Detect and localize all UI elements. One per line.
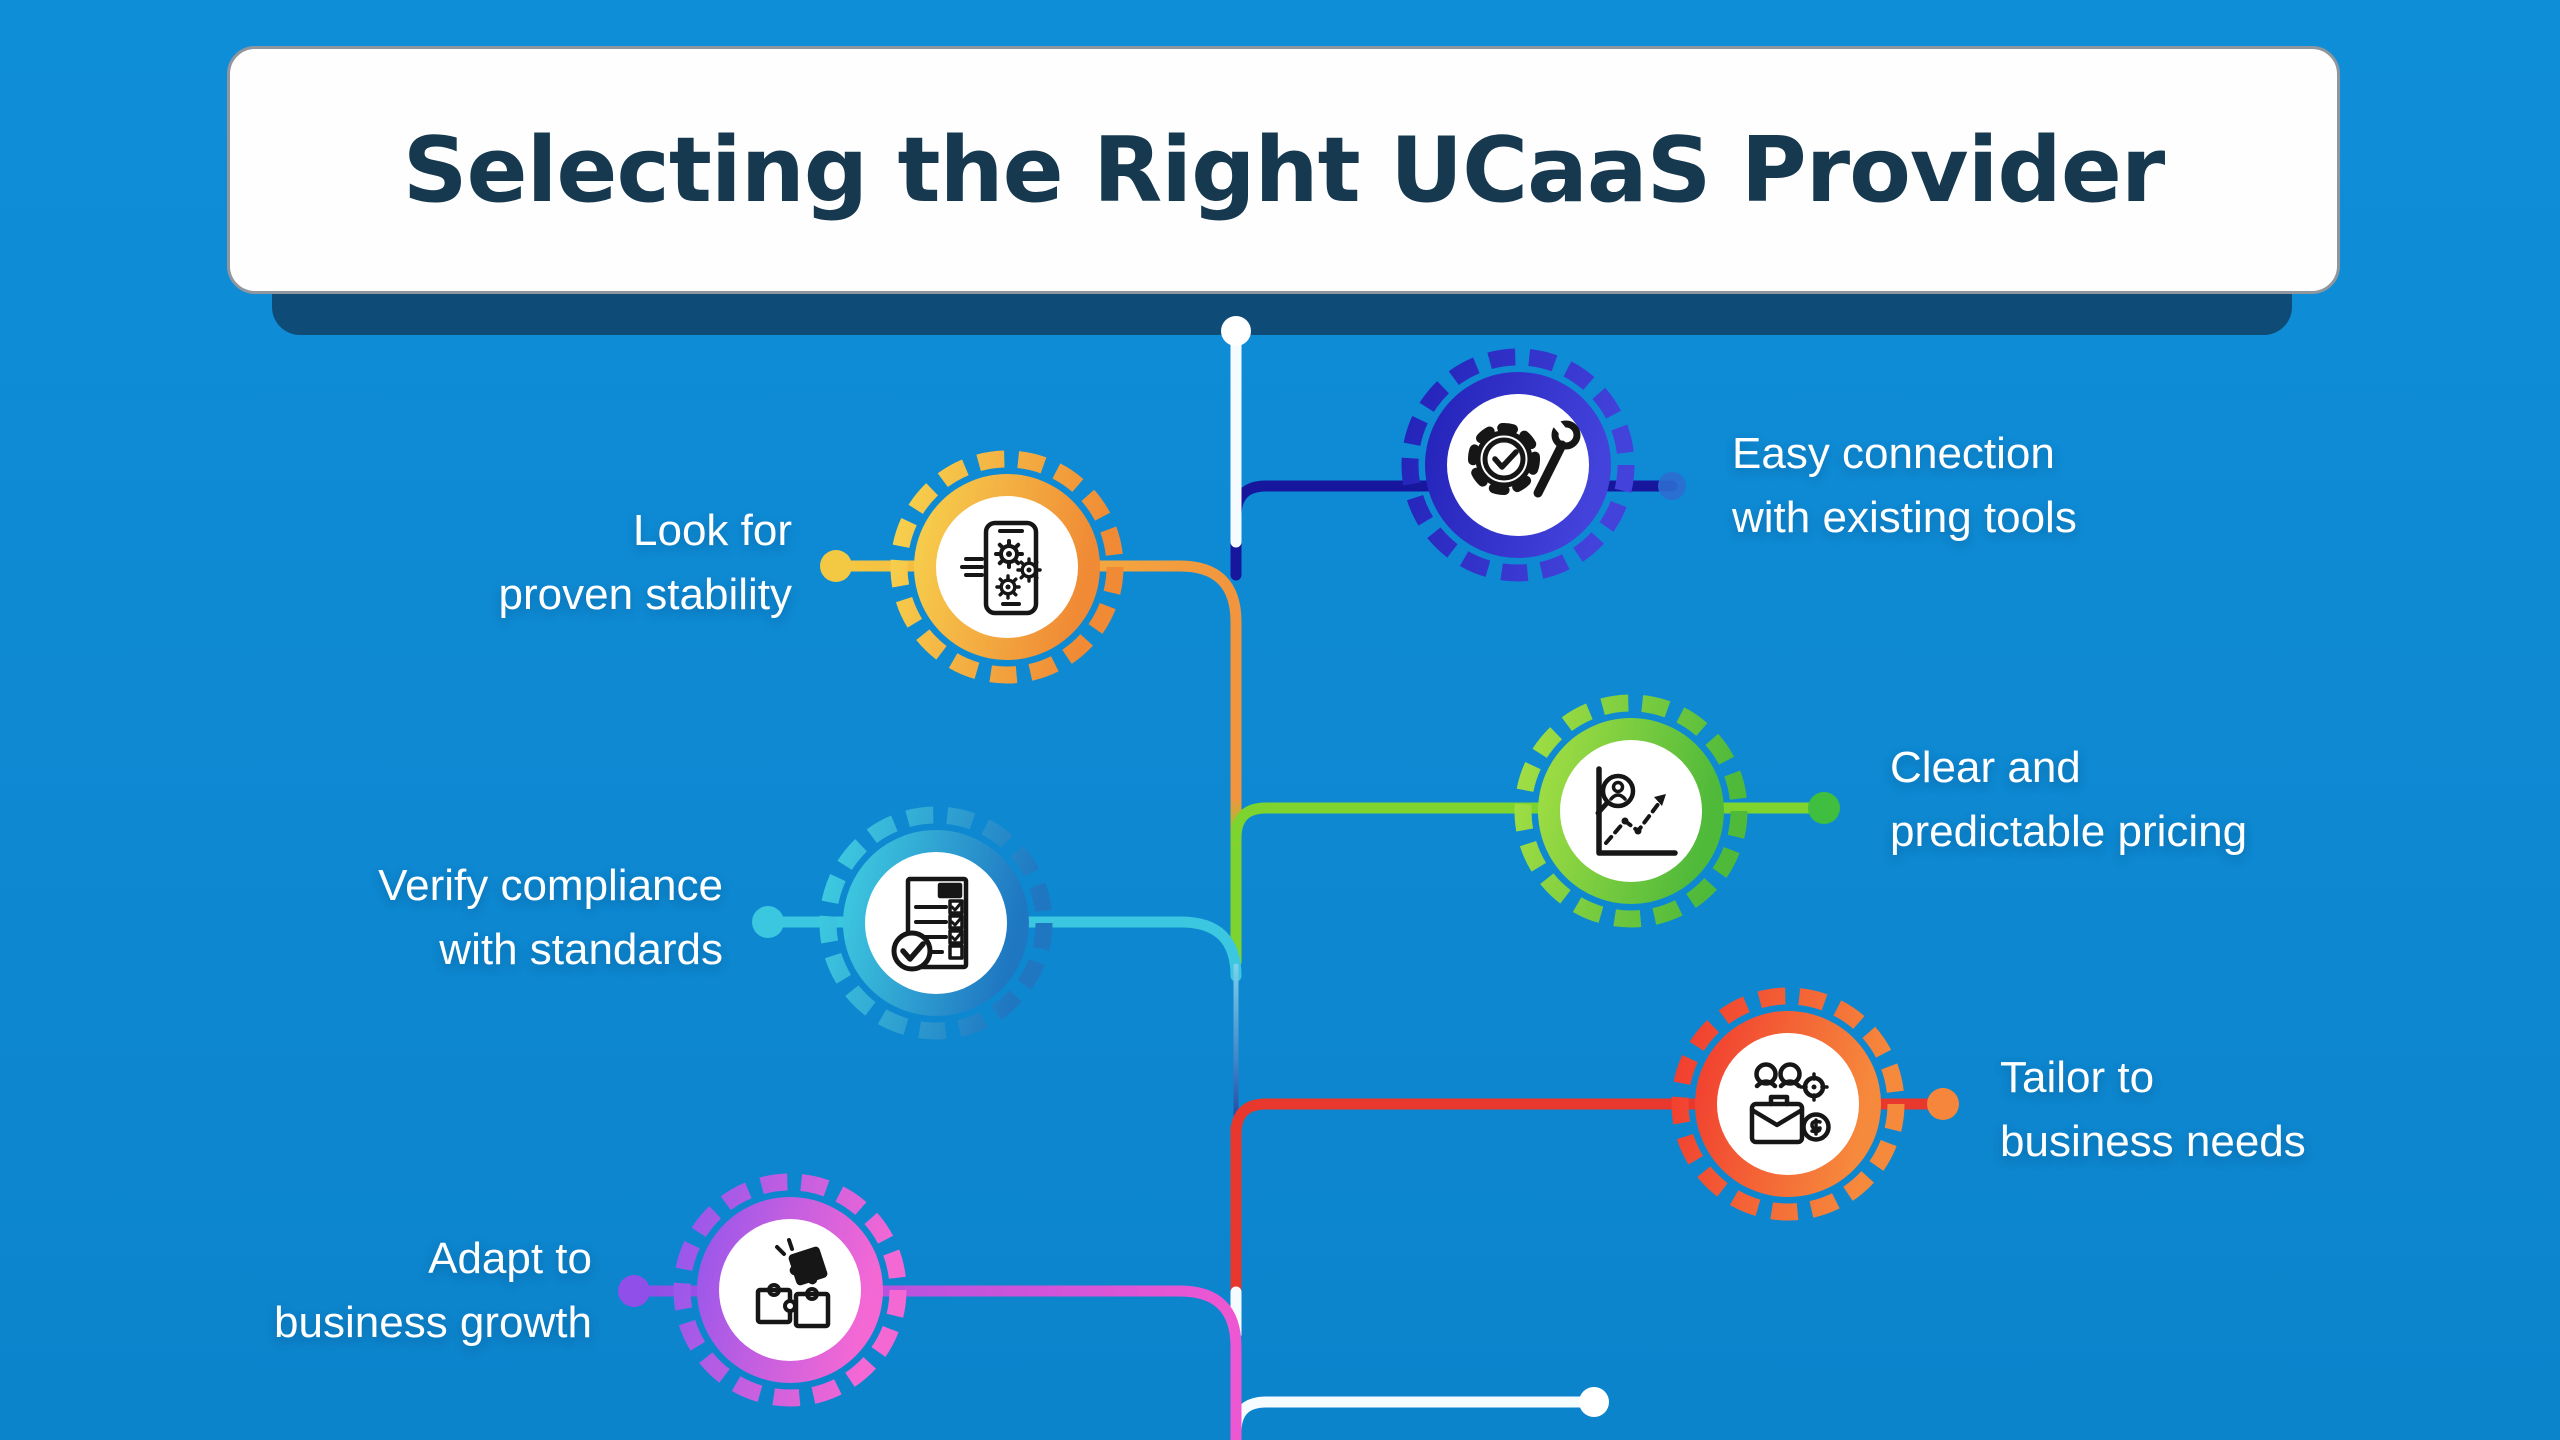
briefcase-people-icon [1749,1062,1831,1145]
connection-dot [1658,472,1686,500]
pricing-branch-line [1230,802,1830,844]
title-banner: Selecting the Right UCaaS Provider [227,46,2340,294]
compliance-node [816,803,1056,1043]
growth-branch-line [628,1285,1242,1440]
compliance-label: Verify compliance with standards [378,861,723,974]
bottom-branch-dot [1579,1387,1609,1417]
pricing-node [1511,691,1751,931]
bottom-branch-line [1230,1396,1600,1440]
puzzle-pieces-icon [755,1238,831,1329]
connector-dots [618,316,1959,1417]
stability-label: Look for proven stability [498,506,792,619]
pricing-label: Clear and predictable pricing [1890,743,2248,856]
growth-node [670,1170,910,1410]
pricing-dot [1808,792,1840,824]
stability-dot [820,550,852,582]
connection-label: Easy connection with existing tools [1732,429,2077,542]
checklist-icon [891,876,969,972]
page-title: Selecting the Right UCaaS Provider [402,117,2166,223]
stability-branch-line [830,560,1242,808]
connection-node [1398,345,1638,585]
tailor-dot [1927,1088,1959,1120]
gear-wrench-icon [1468,418,1581,498]
growth-dot [618,1275,650,1307]
stability-node [887,447,1127,687]
tailor-node [1668,984,1908,1224]
trunk-top-dot [1221,316,1251,346]
compliance-dot [752,906,784,938]
chart-magnifier-icon [1595,766,1678,856]
tailor-label: Tailor to business needs [2000,1053,2306,1166]
growth-label: Adapt to business growth [274,1234,592,1347]
